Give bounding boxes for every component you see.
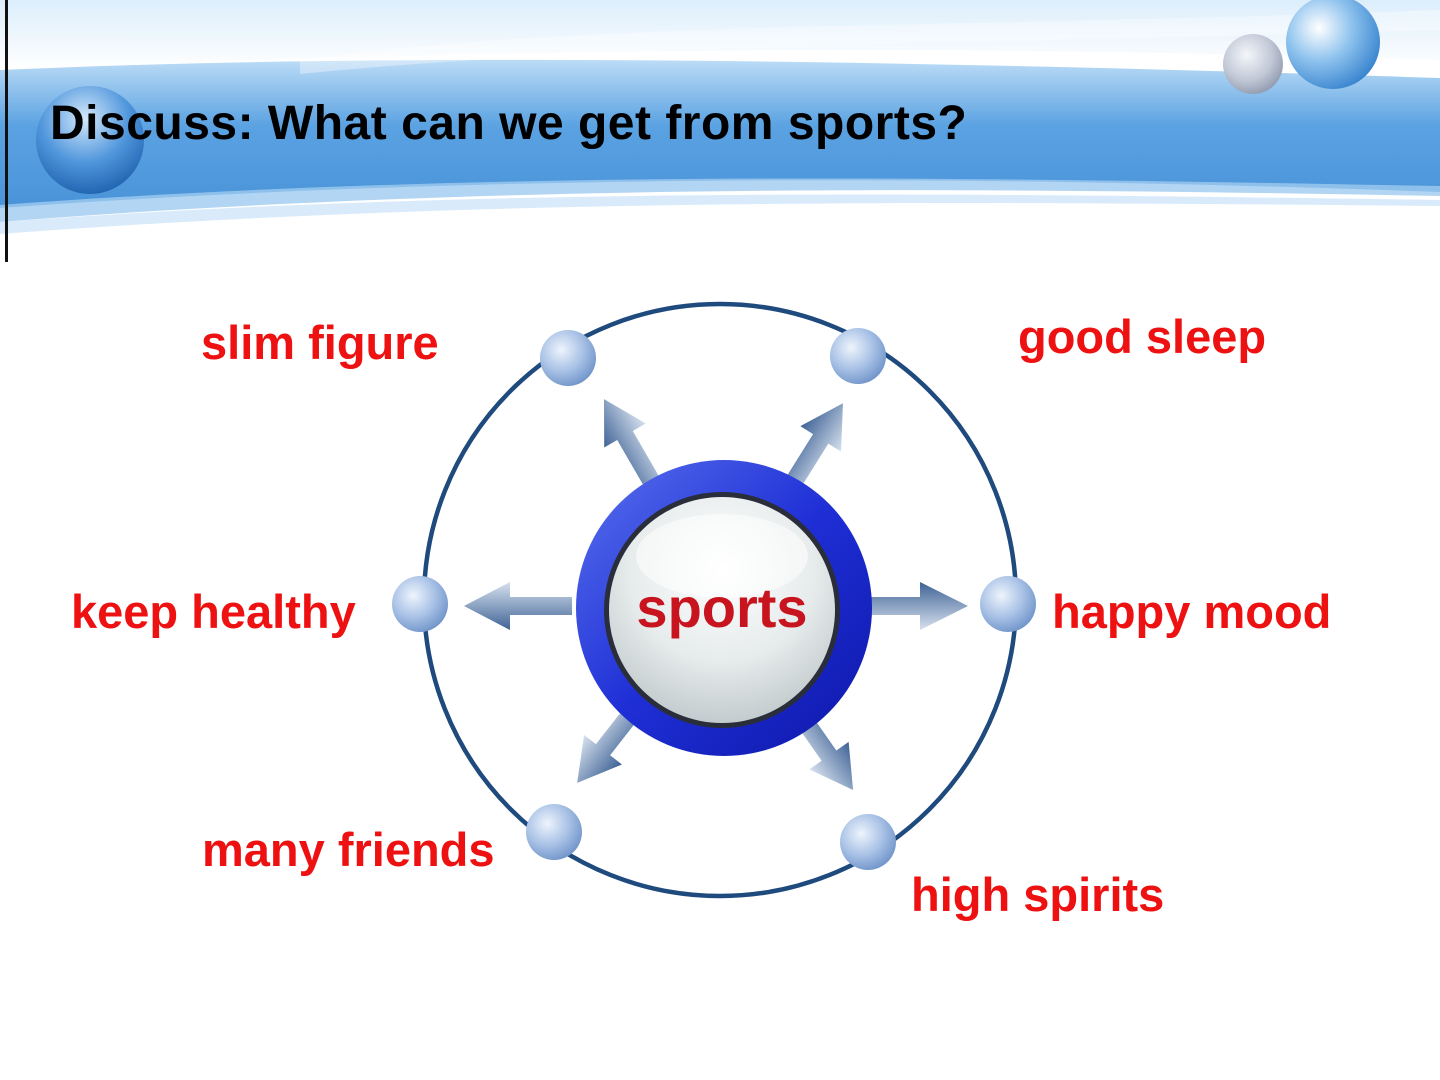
slide-title: Discuss: What can we get from sports? [50, 97, 968, 150]
benefit-label-slim-figure: slim figure [201, 316, 439, 369]
arrow-good-sleep [780, 403, 843, 497]
arrow-keep-healthy [464, 582, 572, 630]
sphere-node-icon [540, 330, 596, 386]
sphere-node-icon [526, 804, 582, 860]
hub-label: sports [636, 576, 808, 639]
benefit-label-high-spirits: high spirits [911, 868, 1165, 921]
sphere-node-icon [980, 576, 1036, 632]
header-banner [0, 0, 1440, 270]
benefit-label-happy-mood: happy mood [1052, 585, 1332, 638]
arrow-happy-mood [868, 582, 968, 630]
benefit-label-keep-healthy: keep healthy [71, 585, 356, 638]
sphere-node-icon [840, 814, 896, 870]
sphere-node-icon [392, 576, 448, 632]
arrow-slim-figure [604, 399, 664, 494]
sphere-node-icon [830, 328, 886, 384]
benefit-label-many-friends: many friends [202, 823, 495, 876]
benefit-label-good-sleep: good sleep [1018, 310, 1267, 363]
hub [576, 460, 872, 756]
